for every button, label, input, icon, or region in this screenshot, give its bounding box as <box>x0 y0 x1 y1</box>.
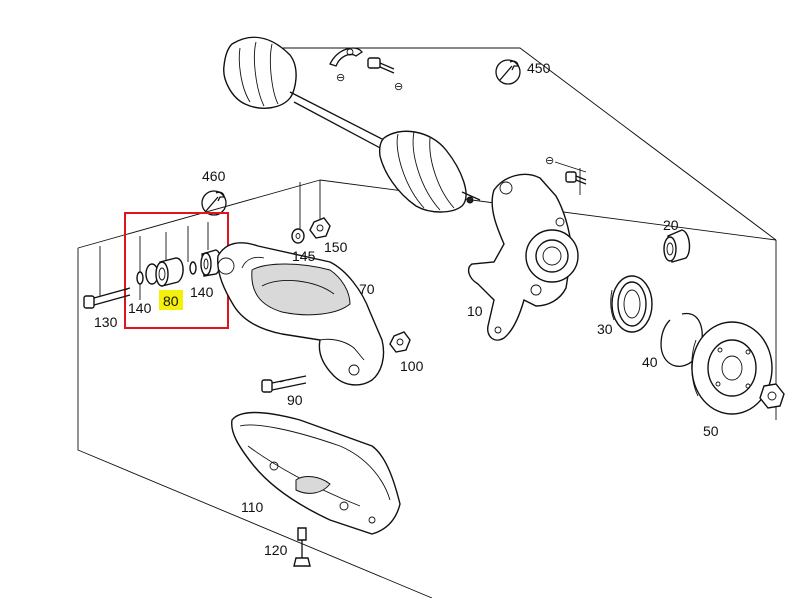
label-90: 90 <box>287 392 303 408</box>
bushing-80 <box>145 257 184 287</box>
label-460: 460 <box>202 168 226 184</box>
shaft-clip: ⊖ <box>329 47 363 84</box>
label-450: 450 <box>527 60 551 76</box>
bearing-30 <box>610 275 653 333</box>
svg-text:⊖: ⊖ <box>394 81 403 93</box>
label-20: 20 <box>663 217 679 233</box>
nut-100 <box>389 331 411 353</box>
label-120: 120 <box>264 542 288 558</box>
drive-shaft <box>223 36 481 213</box>
circlip-40 <box>660 312 703 367</box>
nut-150 <box>309 217 331 239</box>
knuckle-bolt: ⊖ <box>545 155 587 185</box>
svg-text:⊖: ⊖ <box>545 155 554 167</box>
shaft-bolt: ⊖ <box>367 57 403 93</box>
washer-145 <box>291 228 305 244</box>
label-80-highlight <box>159 290 183 310</box>
label-145: 145 <box>292 248 316 264</box>
washer-140-right <box>189 261 197 275</box>
wrench-icon-450 <box>495 59 521 85</box>
control-arm-70 <box>217 242 385 386</box>
bolt-90 <box>261 375 307 393</box>
label-50: 50 <box>703 423 719 439</box>
knuckle-10 <box>467 173 579 341</box>
frame-lines <box>77 47 777 599</box>
hub-nut <box>759 383 785 409</box>
washer-140-left <box>136 271 144 285</box>
bolt-130 <box>83 287 131 309</box>
label-80: 80 <box>163 293 179 309</box>
label-110: 110 <box>241 499 264 515</box>
label-30: 30 <box>597 321 613 337</box>
label-70: 70 <box>359 281 375 297</box>
label-150: 150 <box>324 239 348 255</box>
label-40: 40 <box>642 354 658 370</box>
label-140-right: 140 <box>190 284 214 300</box>
bolt-120 <box>293 527 311 567</box>
label-10: 10 <box>467 303 483 319</box>
wrench-icon-460 <box>201 190 227 216</box>
bushing-20 <box>663 229 691 263</box>
label-130: 130 <box>94 314 118 330</box>
cover-110 <box>231 411 401 535</box>
svg-text:⊖: ⊖ <box>336 72 345 84</box>
hub-50 <box>691 321 773 415</box>
label-100: 100 <box>400 358 424 374</box>
label-140-left: 140 <box>128 300 152 316</box>
